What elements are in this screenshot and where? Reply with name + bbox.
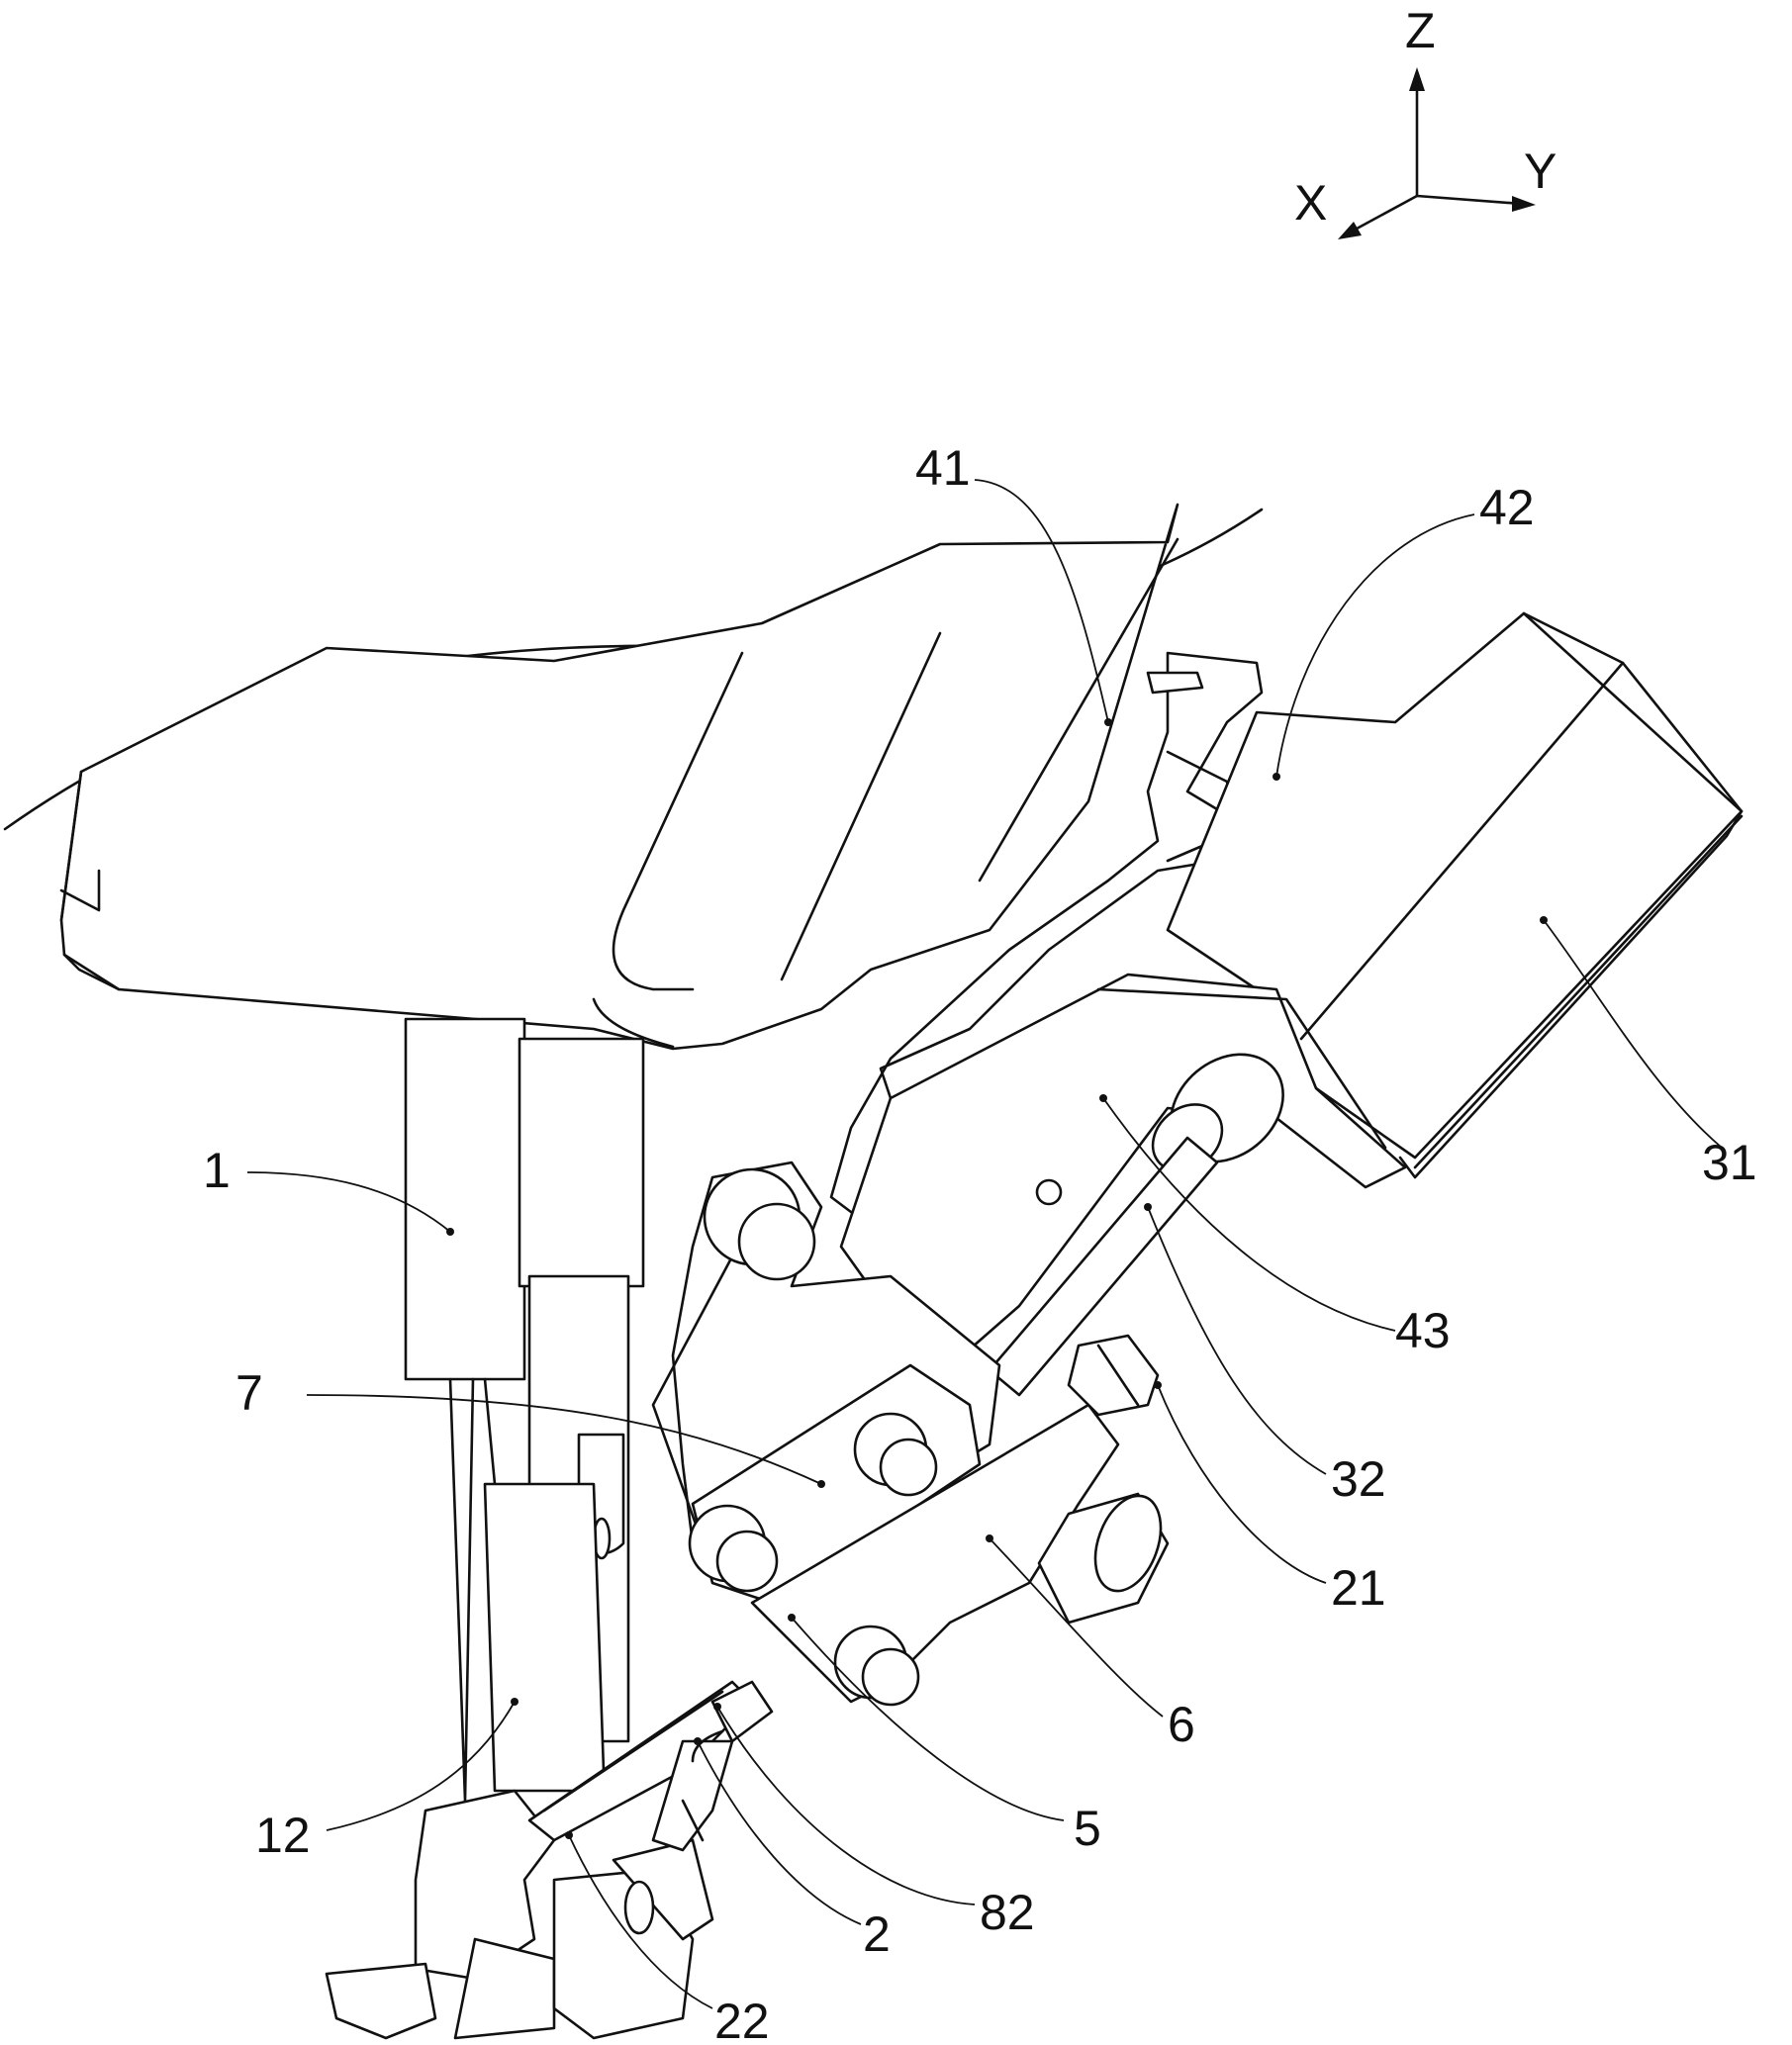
axis-x-label: X bbox=[1294, 175, 1327, 231]
presser-foot-12 bbox=[325, 1482, 714, 2040]
label-6: 6 bbox=[1168, 1697, 1195, 1752]
shaft-32 bbox=[988, 1136, 1219, 1397]
label-32: 32 bbox=[1331, 1451, 1386, 1507]
axis-y-label: Y bbox=[1524, 143, 1556, 199]
label-41: 41 bbox=[915, 440, 971, 496]
motor-31 bbox=[1166, 611, 1744, 1179]
machine-head bbox=[3, 503, 1264, 1051]
label-2: 2 bbox=[863, 1906, 891, 1962]
label-12: 12 bbox=[255, 1808, 311, 1863]
label-7: 7 bbox=[236, 1365, 263, 1421]
label-31: 31 bbox=[1702, 1135, 1757, 1190]
label-42: 42 bbox=[1479, 480, 1535, 535]
axis-indicator: Z Y X bbox=[1294, 3, 1556, 239]
reference-numerals: 41 42 31 1 43 7 32 21 6 12 5 82 2 22 bbox=[203, 440, 1757, 2045]
lever-5-swing-arm-6 bbox=[750, 1403, 1170, 1707]
label-5: 5 bbox=[1074, 1801, 1101, 1856]
link-plate-7 bbox=[688, 1363, 982, 1605]
label-1: 1 bbox=[203, 1143, 231, 1198]
label-43: 43 bbox=[1395, 1303, 1451, 1358]
axis-z-label: Z bbox=[1405, 3, 1436, 58]
label-82: 82 bbox=[980, 1885, 1035, 1940]
label-21: 21 bbox=[1331, 1560, 1386, 1616]
part-21 bbox=[1067, 1334, 1160, 1417]
leader-lines bbox=[246, 479, 1723, 2009]
label-22: 22 bbox=[714, 1994, 770, 2045]
